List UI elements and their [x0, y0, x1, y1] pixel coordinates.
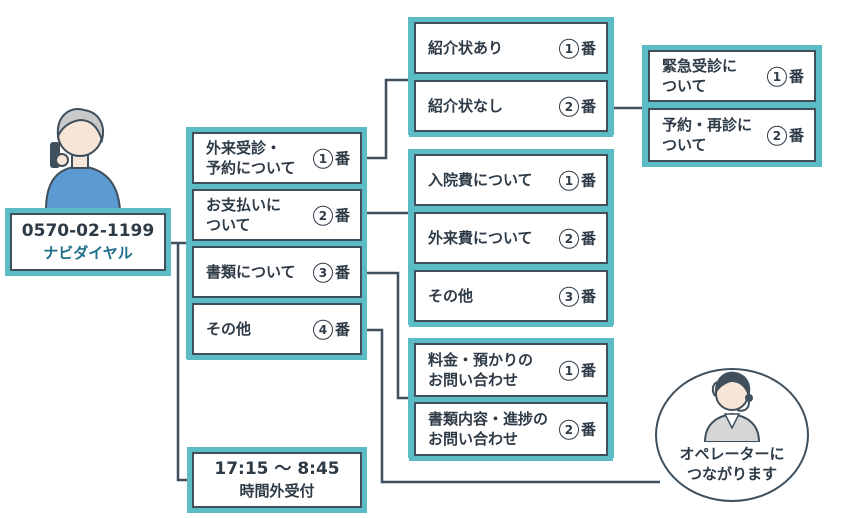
submenu-item-label: 料金・預かりの お問い合わせ — [428, 351, 534, 389]
submenu-item-label: 予約・再診に ついて — [662, 116, 753, 154]
operator-circle: オペレーターに つながります — [655, 368, 809, 502]
after-hours-label: 時間外受付 — [239, 482, 315, 500]
menu-item-label: 外来受診・ 予約について — [206, 139, 296, 177]
after-hours-time: 17:15 ～ 8:45 — [214, 459, 340, 479]
menu-item-label: お支払いに ついて — [206, 196, 282, 234]
operator-person-illustration — [703, 371, 761, 442]
operator-text: オペレーターに つながります — [679, 445, 785, 483]
submenu-item-label: 紹介状あり — [428, 39, 504, 57]
submenu-item-label: 紹介状なし — [428, 97, 504, 115]
caller-person-illustration — [44, 108, 122, 210]
menu-item-label: その他 — [206, 320, 252, 338]
submenu-item-label: 外来費について — [428, 229, 533, 247]
submenu-item-label: 書類内容・進捗の お問い合わせ — [428, 410, 549, 448]
phone-label: ナビダイヤル — [43, 244, 133, 262]
submenu-item-label: 入院費について — [428, 171, 533, 189]
after-hours-box: 17:15 ～ 8:45 時間外受付 — [192, 452, 362, 508]
phone-number: 0570-02-1199 — [21, 221, 155, 241]
submenu-item-label: 緊急受診に ついて — [662, 57, 738, 95]
phone-number-box[interactable]: 0570-02-1199 ナビダイヤル — [10, 213, 166, 271]
submenu-item-label: その他 — [428, 287, 474, 305]
menu-item-label: 書類について — [206, 263, 296, 281]
